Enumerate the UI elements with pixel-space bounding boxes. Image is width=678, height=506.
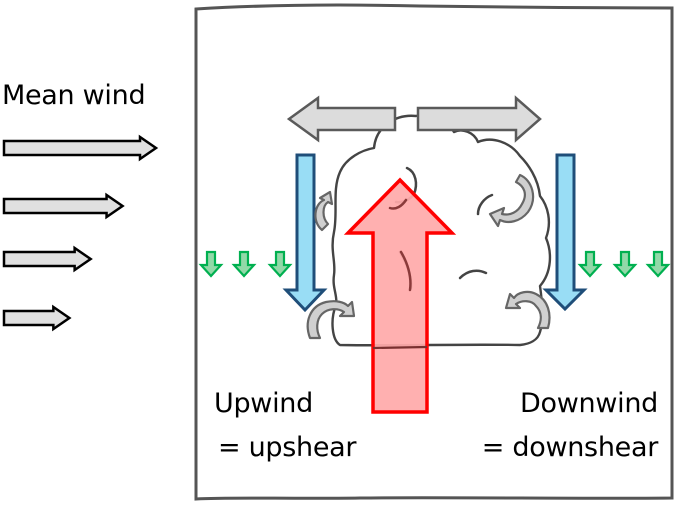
subsidence-arrow bbox=[198, 250, 224, 278]
outflow-arrow-right bbox=[416, 95, 542, 143]
eddy-arrow bbox=[314, 190, 334, 232]
subsidence-arrow bbox=[577, 250, 603, 278]
mean-wind-arrow bbox=[2, 245, 93, 273]
outflow-arrow-left bbox=[286, 95, 397, 143]
subsidence-arrow bbox=[231, 250, 257, 278]
cloud-curl bbox=[399, 250, 412, 292]
upshear-label: = upshear bbox=[218, 432, 357, 463]
cloud-curl bbox=[388, 198, 408, 210]
cloud-curl bbox=[458, 269, 488, 280]
downdraft-arrow-downwind bbox=[542, 153, 588, 312]
subsidence-arrows bbox=[198, 250, 671, 278]
eddy-arrow bbox=[488, 173, 535, 228]
mean-wind-arrow bbox=[2, 304, 72, 332]
eddy-arrow bbox=[306, 300, 356, 340]
diagram-frame bbox=[194, 3, 674, 501]
upwind-label: Upwind bbox=[214, 388, 313, 419]
downdraft-arrow-upwind bbox=[282, 153, 328, 313]
mean-wind-arrow bbox=[2, 134, 159, 162]
subsidence-arrow bbox=[267, 250, 293, 278]
mean-wind-label: Mean wind bbox=[2, 80, 146, 111]
downshear-label: = downshear bbox=[481, 432, 659, 463]
subsidence-arrow bbox=[612, 250, 638, 278]
downwind-label: Downwind bbox=[520, 388, 658, 419]
eddy-arrow bbox=[504, 290, 551, 330]
updraft-arrow[interactable] bbox=[343, 177, 457, 414]
mean-wind-arrow bbox=[2, 192, 125, 220]
cloud-base bbox=[372, 345, 428, 350]
cloud-curl bbox=[476, 193, 494, 216]
subsidence-arrow bbox=[645, 250, 671, 278]
mean-wind-arrows bbox=[2, 134, 159, 332]
